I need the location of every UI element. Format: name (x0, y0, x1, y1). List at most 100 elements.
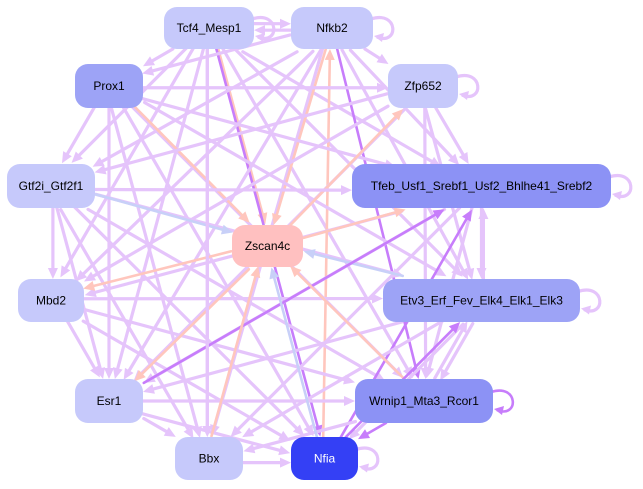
edge-nfkb2-zfp652 (363, 47, 389, 64)
node-box (175, 437, 243, 480)
node-mbd2[interactable]: Mbd2 (18, 279, 84, 322)
edge-arrowhead (142, 65, 155, 76)
edge-line (100, 50, 299, 163)
edge-tcf4-esr1 (112, 47, 205, 379)
edge-line (150, 47, 175, 63)
edge-line (127, 48, 323, 372)
edge-arrowhead (376, 82, 388, 93)
node-box (75, 379, 143, 423)
node-label: Esr1 (97, 394, 122, 408)
edge-tcf4-nfkb2 (252, 18, 291, 29)
edge-line (210, 275, 257, 438)
edge-arrowhead (359, 463, 369, 473)
edge-arrowhead (432, 209, 445, 220)
edge-line (140, 267, 251, 375)
node-gtf2i[interactable]: Gtf2i_Gtf2f1 (7, 164, 95, 208)
edge-arrowhead (254, 25, 266, 36)
node-label: Gtf2i_Gtf2f1 (19, 179, 84, 193)
edge-arrowhead (278, 445, 291, 456)
edge-prox1-zscan4c (132, 104, 250, 223)
edge-tfeb-tfeb (608, 173, 633, 200)
edge-line (321, 58, 332, 439)
node-nfia[interactable]: Nfia (291, 437, 358, 480)
edge-line (272, 276, 319, 439)
node-box (388, 64, 458, 108)
edge-nfkb2-prox1 (142, 33, 292, 76)
edge-line (110, 107, 199, 429)
edge-bbx-zscan4c (210, 266, 261, 438)
edge-loop (490, 389, 515, 413)
edge-arrowhead (448, 153, 460, 166)
edge-line (220, 46, 409, 371)
node-box (383, 279, 580, 322)
edge-arrowhead (424, 366, 435, 379)
edge-line (65, 105, 97, 156)
edge-etv3-zscan4c (303, 249, 405, 278)
edge-arrowhead (71, 151, 83, 163)
edge-gtf2i-mbd2 (47, 206, 58, 279)
edge-esr1-nfia (140, 412, 291, 456)
node-esr1[interactable]: Esr1 (75, 379, 143, 423)
edge-etv3-wrnip1 (440, 321, 475, 381)
edge-prox1-gtf2i (61, 105, 97, 164)
node-prox1[interactable]: Prox1 (75, 64, 143, 108)
edge-arrowhead (290, 265, 302, 278)
edge-arrowhead (358, 429, 371, 440)
edge-tcf4-tcf4 (251, 15, 276, 42)
edge-arrowhead (324, 48, 335, 61)
node-etv3[interactable]: Etv3_Erf_Fev_Elk4_Elk1_Elk3 (383, 279, 580, 322)
node-box (291, 437, 358, 480)
edge-line (152, 320, 404, 391)
edge-tcf4-mbd2 (60, 45, 196, 278)
node-box (291, 7, 373, 49)
edge-arrowhead (83, 281, 96, 291)
node-label: Nfia (314, 452, 336, 466)
node-label: Wrnip1_Mta3_Rcor1 (369, 394, 479, 408)
edge-tcf4-etv3 (231, 45, 463, 277)
node-tfeb[interactable]: Tfeb_Usf1_Srebf1_Usf2_Bhlhe41_Srebf2 (352, 164, 611, 208)
edge-line (64, 45, 196, 270)
edge-wrnip1-wrnip1 (490, 389, 515, 415)
edge-arrowhead (250, 266, 261, 279)
edge-arrowhead (163, 427, 176, 437)
node-label: Bbx (199, 452, 220, 466)
edge-arrowhead (242, 427, 255, 438)
edge-nfkb2-esr1 (123, 48, 323, 380)
edge-bbx-nfia (241, 457, 291, 468)
node-wrnip1[interactable]: Wrnip1_Mta3_Rcor1 (355, 379, 493, 423)
edge-line (236, 206, 462, 431)
edge-line (121, 105, 310, 429)
edge-line (275, 47, 328, 216)
edge-gtf2i-nfia (72, 205, 305, 436)
edge-arrowhead (134, 370, 146, 382)
edge-line (250, 319, 445, 434)
node-zfp652[interactable]: Zfp652 (388, 64, 458, 108)
edge-line (151, 33, 292, 73)
edges-layer (47, 15, 633, 473)
edge-line (302, 211, 397, 240)
edge-arrowhead (143, 56, 156, 67)
edge-arrowhead (183, 426, 194, 439)
edge-nfkb2-tcf4 (254, 25, 293, 36)
edge-line (433, 329, 464, 380)
edge-line (65, 318, 96, 370)
edge-line (94, 193, 224, 231)
node-bbx[interactable]: Bbx (175, 437, 243, 480)
edge-arrowhead (279, 18, 291, 29)
edge-arrowhead (478, 208, 489, 220)
node-box (232, 225, 303, 267)
edge-arrowhead (243, 443, 256, 454)
edge-line (366, 421, 388, 435)
node-zscan4c[interactable]: Zscan4c (232, 225, 303, 267)
edge-zfp652-zfp652 (455, 73, 480, 100)
node-nfkb2[interactable]: Nfkb2 (291, 7, 373, 49)
edge-line (252, 419, 358, 450)
node-tcf4[interactable]: Tcf4_Mesp1 (164, 7, 254, 49)
edge-arrowhead (459, 91, 469, 100)
node-box (18, 279, 84, 322)
edge-arrowhead (143, 384, 155, 394)
edge-arrowhead (376, 53, 389, 64)
edge-arrowhead (220, 224, 233, 235)
edge-line (82, 307, 346, 382)
edge-arrowhead (612, 191, 622, 200)
